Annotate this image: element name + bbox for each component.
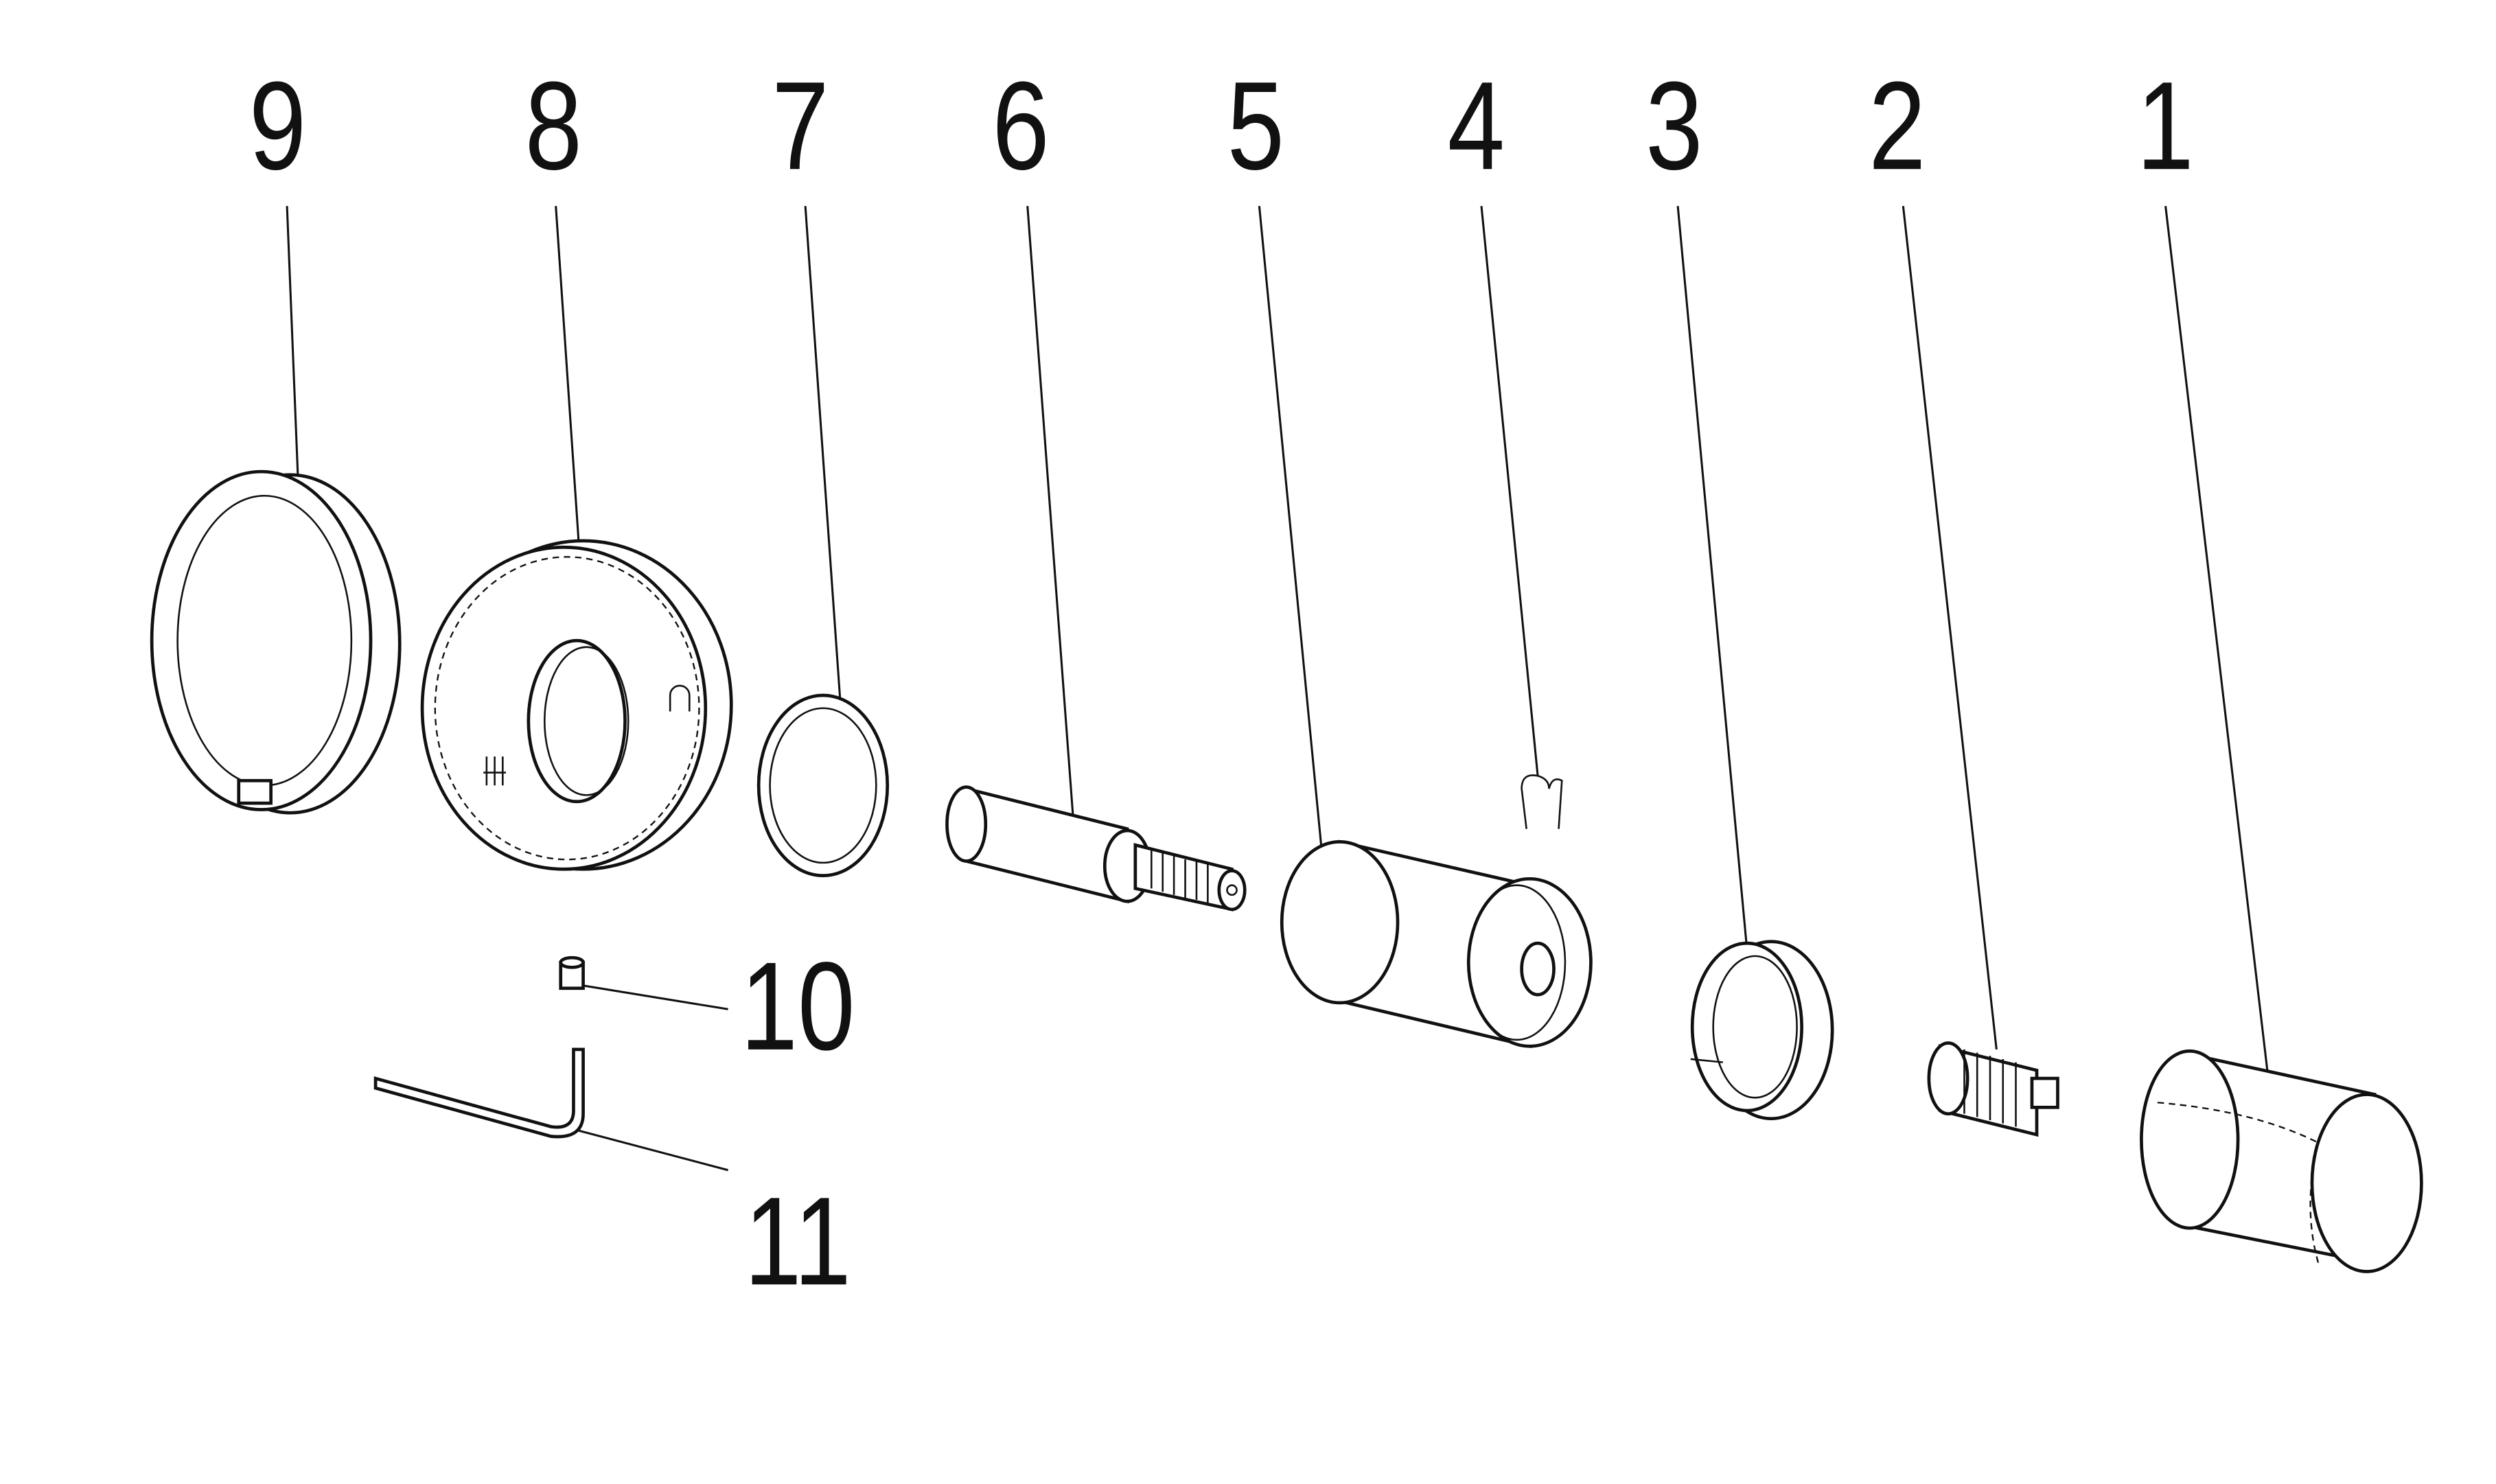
part-6-extension-spindle [945,785,1247,912]
part-10-grub-screw [559,955,585,990]
bath-symbol-icon [669,684,691,712]
part-1-handle-cap [2140,1049,2423,1273]
part-7-o-ring [756,693,890,877]
part-3-ring [1690,940,1834,1121]
part-8-escutcheon-plate [420,539,733,871]
shower-symbol-icon [483,756,506,786]
callout-5: 5 [1227,56,1284,196]
part-5-sleeve [1280,839,1593,1049]
callout-7: 7 [772,56,829,196]
part-9-split-ring [150,469,402,815]
part-11-hex-key [373,1047,585,1139]
part-2-spline-adapter [1927,1041,2059,1137]
callout-3: 3 [1645,56,1702,196]
part-4-clip [1521,774,1563,829]
callout-1: 1 [2136,56,2193,196]
callout-9: 9 [249,56,306,196]
callout-10: 10 [741,937,855,1076]
callout-6: 6 [992,56,1049,196]
callout-labels: 9 8 7 6 5 4 3 2 1 10 11 [249,56,2194,1311]
callout-4: 4 [1448,56,1505,196]
callout-11: 11 [744,1172,851,1311]
callout-2: 2 [1869,56,1926,196]
leader-lines [286,205,2272,1172]
callout-8: 8 [525,56,582,196]
